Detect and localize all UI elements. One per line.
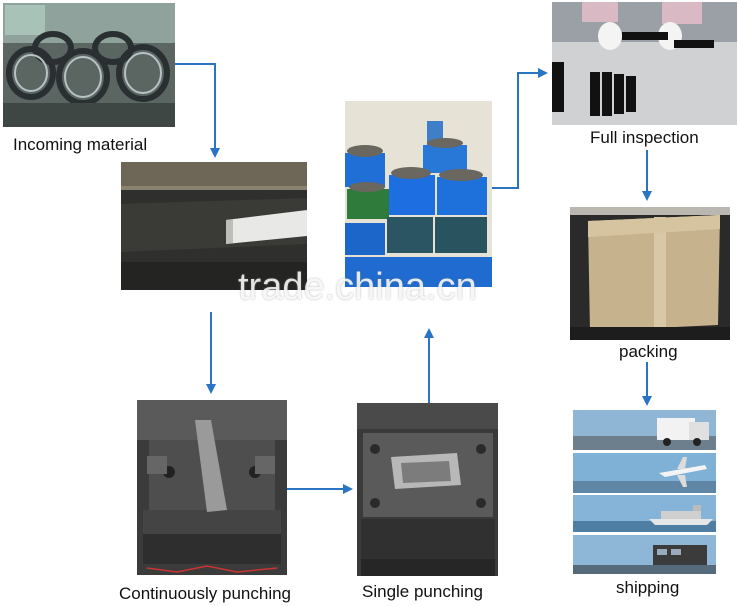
shipping-truck-photo <box>573 410 716 450</box>
parts-in-crates-photo <box>345 101 492 287</box>
step-label-packing: packing <box>619 342 678 361</box>
strip-material-photo <box>121 162 307 290</box>
step-label-shipping: shipping <box>616 578 680 597</box>
incoming-material-photo <box>3 3 175 127</box>
shipping-ship-photo <box>573 495 716 532</box>
step-label-full-inspection: Full inspection <box>590 128 699 147</box>
step-label-continuously-punching: Continuously punching <box>119 584 292 603</box>
watermark-text: trade.china.cn <box>238 266 477 308</box>
continuously-punching-photo <box>137 400 287 575</box>
single-punching-photo <box>357 403 498 576</box>
shipping-train-photo <box>573 535 716 574</box>
arrow-crates-to-inspection <box>492 68 548 189</box>
packing-photo <box>570 207 730 340</box>
full-inspection-photo <box>552 2 737 125</box>
step-label-incoming-material: Incoming material <box>13 135 148 154</box>
arrow-incoming-to-strip <box>175 63 220 158</box>
shipping-plane-photo <box>573 453 716 493</box>
step-label-single-punching: Single punching <box>362 582 483 601</box>
